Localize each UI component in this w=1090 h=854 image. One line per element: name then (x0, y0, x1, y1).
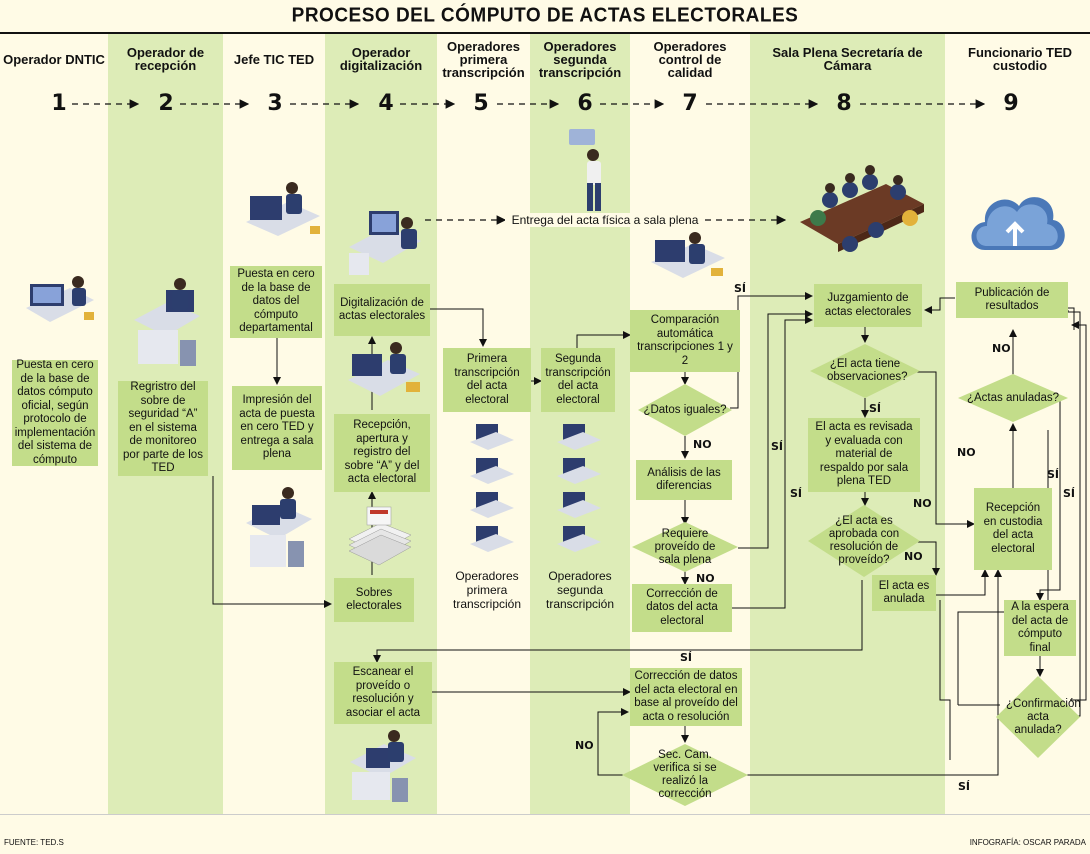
decision-confirm-annulled-label: ¿Confirmación acta anulada? (1006, 697, 1081, 736)
page-title: PROCESO DEL CÓMPUTO DE ACTAS ELECTORALES (291, 4, 799, 27)
process-box-automatic-comparison: Comparación automática transcripciones 1… (630, 310, 740, 372)
footer-source: FUENTE: TED.S (4, 838, 64, 847)
process-box-digitalization: Digitalización de actas electorales (334, 284, 430, 336)
answer-no: NO (904, 550, 923, 563)
step-number-5: 5 (473, 91, 489, 116)
decision-data-equal: ¿Datos iguales? (638, 384, 732, 436)
process-box-review-evaluation: El acta es revisada y evaluada con mater… (808, 418, 920, 492)
process-box-data-correction: Corrección de datos del acta electoral (632, 584, 732, 632)
answer-yes: SÍ (680, 651, 693, 664)
column-header-6: Operadores segunda transcripción (538, 38, 622, 80)
operator-workstation-illustration (26, 276, 94, 322)
process-box-electoral-envelopes: Sobres electorales (334, 578, 414, 622)
column-header-2: Operador de recepción (126, 45, 205, 73)
answer-yes: SÍ (734, 282, 747, 295)
operator-workstation-illustration (134, 278, 200, 366)
process-box-awaiting-final-record: A la espera del acta de cómputo final (1004, 600, 1076, 656)
answer-yes: SÍ (771, 440, 784, 453)
operator-workstation-illustration (246, 182, 320, 236)
footer-credit: INFOGRAFÍA: OSCAR PARADA (969, 838, 1086, 847)
process-box-print-reset-record: Impresión del acta de puesta en cero TED… (232, 386, 322, 470)
caption-first-transcription: Operadores primera transcripción (452, 569, 522, 611)
answer-no: NO (693, 438, 712, 451)
step-number-1: 1 (51, 91, 67, 116)
decision-annulled-records: ¿Actas anuladas? (958, 374, 1068, 422)
operator-workstation-illustration (349, 211, 421, 275)
decision-approved-with-resolution-label: ¿El acta es aprobada con resolución de p… (828, 515, 900, 566)
footer-divider (0, 814, 1090, 815)
answer-yes: SÍ (790, 487, 803, 500)
operator-workstation-illustration (348, 342, 420, 396)
decision-approved-with-resolution: ¿El acta es aprobada con resolución de p… (808, 505, 920, 577)
process-box-custody-reception: Recepción en custodia del acta electoral (974, 488, 1052, 570)
answer-yes: SÍ (958, 780, 971, 793)
operator-workstation-illustration (651, 232, 725, 278)
decision-secretary-verifies-label: Sec. Cam. verifica si se realizó la corr… (653, 749, 717, 800)
decision-secretary-verifies: Sec. Cam. verifica si se realizó la corr… (622, 744, 748, 806)
delivery-label: Entrega del acta física a sala plena (505, 213, 705, 227)
step-number-4: 4 (378, 91, 394, 116)
column-header-7: Operadores control de calidad (653, 38, 727, 80)
answer-no: NO (992, 342, 1011, 355)
envelopes-illustration (348, 506, 412, 566)
title-divider (0, 32, 1090, 34)
step-number-3: 3 (267, 91, 283, 116)
decision-has-observations-label: ¿El acta tiene observaciones? (827, 358, 908, 383)
process-box-annulled: El acta es anulada (872, 575, 936, 611)
answer-yes: SÍ (1047, 468, 1060, 481)
decision-confirm-annulled: ¿Confirmación acta anulada? (996, 676, 1081, 758)
walking-person-illustration (569, 129, 601, 211)
answer-no: NO (696, 572, 715, 585)
process-box-publish-results: Publicación de resultados (956, 282, 1068, 318)
decision-has-observations: ¿El acta tiene observaciones? (810, 344, 920, 398)
column-header-8: Sala Plena Secretaría de Cámara (772, 45, 923, 73)
step-number-6: 6 (577, 91, 593, 116)
meeting-table-illustration (800, 165, 924, 252)
decision-annulled-records-label: ¿Actas anuladas? (966, 391, 1060, 404)
answer-no: NO (913, 497, 932, 510)
decision-data-equal-label: ¿Datos iguales? (643, 403, 727, 416)
operators-stack-illustration (557, 424, 601, 552)
decision-requires-resolution: Requiere proveído de sala plena (632, 522, 738, 572)
operator-workstation-illustration (246, 487, 312, 567)
column-header-5: Operadores primera transcripción (442, 38, 525, 80)
step-number-2: 2 (158, 91, 174, 116)
answer-no: NO (957, 446, 976, 459)
operator-workstation-illustration (350, 730, 416, 802)
process-box-register-envelope: Regristro del sobre de seguridad “A” en … (118, 381, 208, 476)
answer-yes: SÍ (869, 402, 882, 415)
process-box-scan-resolution: Escanear el proveído o resolución y asoc… (334, 662, 432, 724)
process-box-first-transcription: Primera transcripción del acta electoral (443, 348, 531, 412)
process-box-correction-by-resolution: Corrección de datos del acta electoral e… (630, 668, 742, 726)
answer-yes: SÍ (1063, 487, 1076, 500)
column-header-3: Jefe TIC TED (233, 51, 315, 67)
answer-no: NO (575, 739, 594, 752)
process-box-second-transcription: Segunda transcripción del acta electoral (541, 348, 615, 412)
operators-stack-illustration (470, 424, 514, 552)
cloud-icon (971, 197, 1065, 250)
step-number-8: 8 (836, 91, 852, 116)
step-number-9: 9 (1003, 91, 1019, 116)
decision-requires-resolution-label: Requiere proveído de sala plena (654, 527, 716, 566)
caption-second-transcription: Operadores segunda transcripción (545, 569, 615, 611)
process-box-judgement: Juzgamiento de actas electorales (814, 284, 922, 327)
process-box-reception-opening: Recepción, apertura y registro del sobre… (334, 414, 430, 492)
step-number-7: 7 (682, 91, 698, 116)
column-header-4: Operador digitalización (339, 45, 423, 73)
column-header-1: Operador DNTIC (3, 51, 105, 67)
process-box-reset-departmental-db: Puesta en cero de la base de datos del c… (230, 266, 322, 338)
process-box-difference-analysis: Análisis de las diferencias (636, 460, 732, 500)
process-box-reset-official-db: Puesta en cero de la base de datos cómpu… (12, 359, 98, 466)
column-header-9: Funcionario TED custodio (968, 45, 1072, 73)
